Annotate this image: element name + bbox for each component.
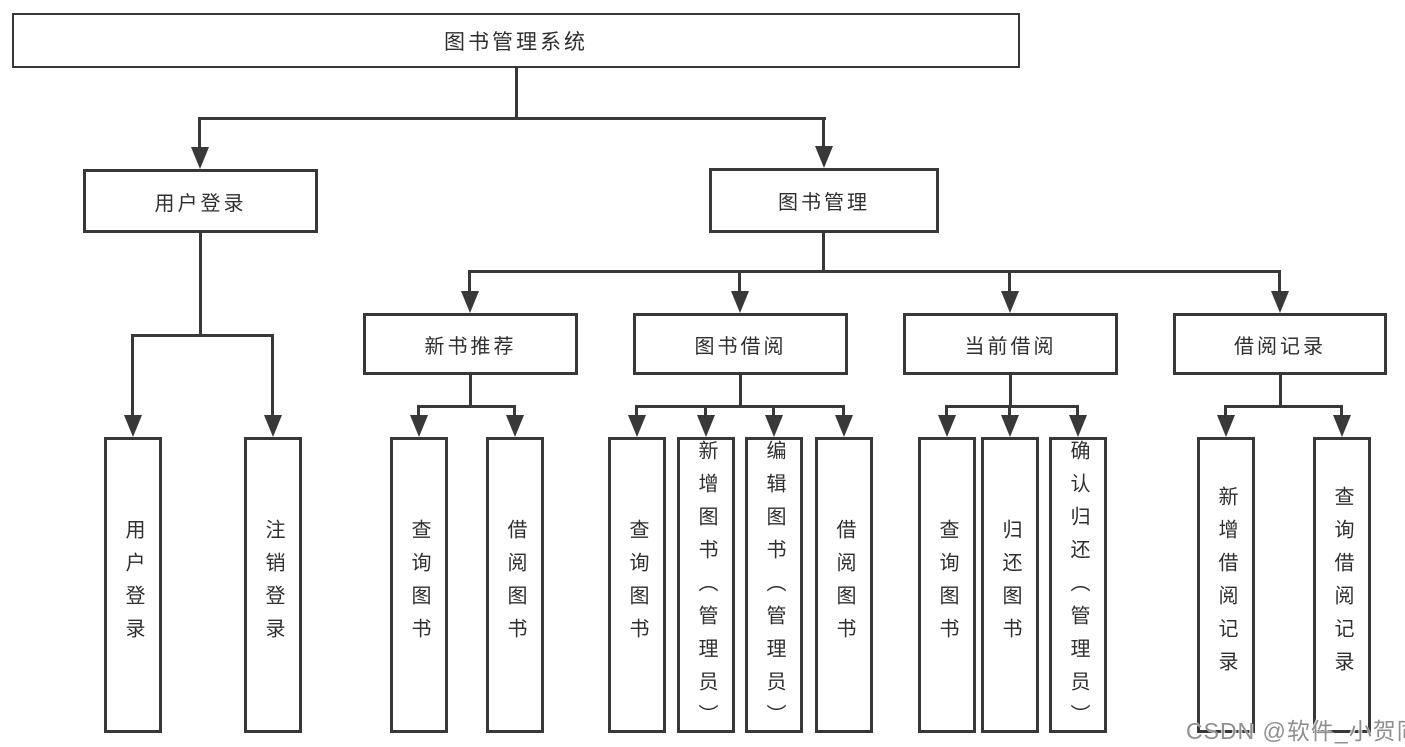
- node-leaf-user-login: 用户登录: [104, 437, 162, 733]
- connector-line: [417, 405, 516, 408]
- connector-line: [822, 117, 825, 150]
- arrowhead-down-icon: [264, 415, 282, 437]
- node-new-book-recommendation: 新书推荐: [363, 313, 578, 375]
- node-leaf-edit-books-admin: 编辑图书（管理员）: [745, 437, 803, 737]
- node-leaf-borrow-books-recommend: 借阅图书: [486, 437, 544, 733]
- arrowhead-down-icon: [1333, 415, 1351, 437]
- connector-line: [738, 270, 741, 294]
- arrowhead-down-icon: [1069, 415, 1087, 437]
- node-leaf-confirm-return-admin: 确认归还（管理员）: [1049, 437, 1107, 737]
- node-leaf-return-books: 归还图书: [981, 437, 1039, 733]
- arrowhead-down-icon: [191, 147, 209, 169]
- connector-line: [635, 405, 638, 418]
- connector-line: [1279, 375, 1282, 408]
- connector-line: [822, 233, 825, 273]
- connector-line: [739, 375, 742, 408]
- connector-line: [271, 334, 274, 418]
- node-current-borrowing: 当前借阅: [903, 313, 1118, 375]
- node-leaf-add-borrow-record: 新增借阅记录: [1197, 437, 1255, 733]
- connector-line: [842, 405, 845, 418]
- arrowhead-down-icon: [765, 415, 783, 437]
- arrowhead-down-icon: [506, 415, 524, 437]
- arrowhead-down-icon: [731, 291, 749, 313]
- arrowhead-down-icon: [1001, 415, 1019, 437]
- connector-line: [198, 117, 201, 150]
- arrowhead-down-icon: [410, 415, 428, 437]
- connector-line: [1008, 270, 1011, 294]
- connector-line: [198, 117, 826, 120]
- connector-line: [469, 375, 472, 408]
- arrowhead-down-icon: [461, 291, 479, 313]
- connector-line: [945, 405, 1079, 408]
- node-library-management-system: 图书管理系统: [12, 13, 1020, 68]
- connector-line: [513, 405, 516, 418]
- connector-line: [199, 233, 202, 337]
- connector-line: [1076, 405, 1079, 418]
- connector-line: [1008, 405, 1011, 418]
- connector-line: [468, 270, 471, 294]
- node-borrowing-records: 借阅记录: [1173, 313, 1387, 375]
- connector-line: [1224, 405, 1342, 408]
- node-leaf-add-books-admin: 新增图书（管理员）: [677, 437, 735, 737]
- arrowhead-down-icon: [124, 415, 142, 437]
- node-leaf-query-books-current: 查询图书: [918, 437, 976, 733]
- connector-line: [515, 68, 518, 120]
- connector-line: [131, 334, 134, 418]
- arrowhead-down-icon: [938, 415, 956, 437]
- arrowhead-down-icon: [835, 415, 853, 437]
- node-leaf-query-books-recommend: 查询图书: [390, 437, 448, 733]
- arrowhead-down-icon: [815, 146, 833, 168]
- node-leaf-logout: 注销登录: [244, 437, 302, 733]
- connector-line: [635, 405, 845, 408]
- arrowhead-down-icon: [1217, 415, 1235, 437]
- node-book-management: 图书管理: [709, 168, 939, 233]
- node-leaf-query-borrow-record: 查询借阅记录: [1313, 437, 1371, 733]
- node-book-borrowing: 图书借阅: [633, 313, 848, 375]
- arrowhead-down-icon: [628, 415, 646, 437]
- connector-line: [131, 334, 274, 337]
- connector-line: [1009, 375, 1012, 408]
- connector-line: [1340, 405, 1343, 418]
- node-leaf-borrow-books-borrowing: 借阅图书: [815, 437, 873, 733]
- arrowhead-down-icon: [697, 415, 715, 437]
- connector-line: [704, 405, 707, 418]
- node-user-login: 用户登录: [83, 169, 318, 233]
- connector-line: [417, 405, 420, 418]
- connector-line: [1224, 405, 1227, 418]
- arrowhead-down-icon: [1001, 291, 1019, 313]
- connector-line: [772, 405, 775, 418]
- csdn-watermark: CSDN @软件_小贺同学: [1186, 718, 1405, 744]
- connector-line: [468, 270, 1281, 273]
- connector-line: [945, 405, 948, 418]
- arrowhead-down-icon: [1271, 291, 1289, 313]
- connector-line: [1278, 270, 1281, 294]
- node-leaf-query-books-borrowing: 查询图书: [608, 437, 666, 733]
